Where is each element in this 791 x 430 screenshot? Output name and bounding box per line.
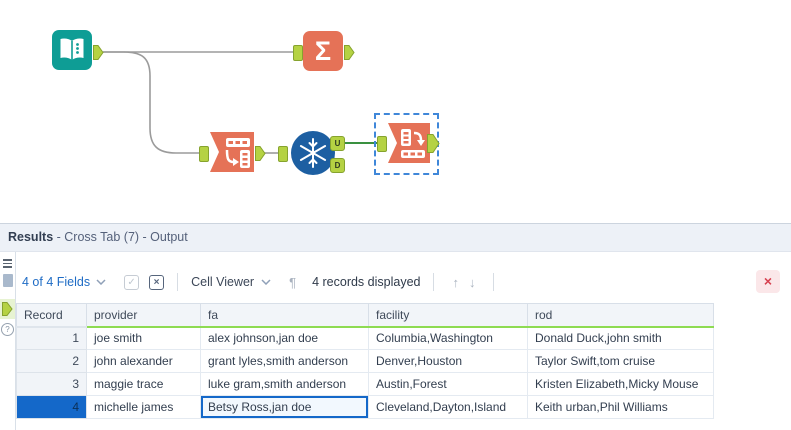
output-anchor[interactable] <box>255 146 266 161</box>
input-connection-icon[interactable] <box>3 274 13 287</box>
menu-icon[interactable] <box>3 259 12 270</box>
table-cell[interactable]: Betsy Ross,jan doe <box>200 395 369 419</box>
deselect-fields-icon[interactable]: × <box>149 274 165 290</box>
unique-tool[interactable] <box>291 131 335 175</box>
chevron-down-icon <box>261 279 271 285</box>
table-cell[interactable]: Donald Duck,john smith <box>527 326 714 350</box>
column-header-record[interactable]: Record <box>16 303 87 328</box>
table-cell[interactable]: luke gram,smith anderson <box>200 372 369 396</box>
table-cell[interactable]: maggie trace <box>86 372 201 396</box>
record-number[interactable]: 3 <box>16 372 87 396</box>
records-displayed-status: 4 records displayed <box>312 275 421 289</box>
input-anchor[interactable] <box>278 146 288 162</box>
next-record-icon[interactable]: ↓ <box>468 274 476 290</box>
output-anchor-icon <box>2 302 13 316</box>
select-fields-icon[interactable]: ✓ <box>124 274 140 290</box>
output-connection-selected[interactable] <box>0 299 15 319</box>
connection-wires <box>103 51 377 154</box>
previous-record-icon[interactable]: ↑ <box>452 274 459 290</box>
cell-viewer-label: Cell Viewer <box>191 275 255 289</box>
output-anchor[interactable] <box>427 134 440 153</box>
toolbar-separator <box>177 273 179 291</box>
table-cell[interactable]: Kristen Elizabeth,Micky Mouse <box>527 372 714 396</box>
help-icon[interactable]: ? <box>1 323 14 336</box>
open-book-icon <box>60 38 84 60</box>
unique-output-d-anchor[interactable]: D <box>330 158 345 173</box>
table-cell[interactable]: john alexander <box>86 349 201 373</box>
input-anchor[interactable] <box>199 146 209 162</box>
cross-tab-tool[interactable] <box>387 122 431 164</box>
transpose-tool[interactable] <box>209 131 255 173</box>
table-cell[interactable]: alex johnson,jan doe <box>200 326 369 350</box>
results-panel: Results - Cross Tab (7) - Output ? 4 of … <box>0 223 791 430</box>
column-header-rod[interactable]: rod <box>527 303 714 328</box>
column-header-facility[interactable]: facility <box>368 303 528 328</box>
column-header-fa[interactable]: fa <box>200 303 369 328</box>
table-cell[interactable]: Columbia,Washington <box>368 326 528 350</box>
input-data-tool[interactable] <box>52 30 92 70</box>
results-label: Results <box>8 230 54 244</box>
cell-viewer-dropdown[interactable]: Cell Viewer <box>191 275 271 289</box>
results-title-rest: - Cross Tab (7) - Output <box>53 230 188 244</box>
input-anchor[interactable] <box>293 45 303 61</box>
table-cell[interactable]: joe smith <box>86 326 201 350</box>
table-cell[interactable]: michelle james <box>86 395 201 419</box>
table-cell[interactable]: Keith urban,Phil Williams <box>527 395 714 419</box>
record-number[interactable]: 4 <box>16 395 87 419</box>
table-cell[interactable]: Austin,Forest <box>368 372 528 396</box>
snowflake-icon <box>299 138 327 168</box>
input-anchor[interactable] <box>377 136 387 152</box>
table-cell[interactable]: grant lyles,smith anderson <box>200 349 369 373</box>
summarize-tool[interactable]: Σ <box>303 31 343 71</box>
table-cell[interactable]: Cleveland,Dayton,Island <box>368 395 528 419</box>
pilcrow-icon[interactable]: ¶ <box>289 274 297 290</box>
fields-dropdown-label: 4 of 4 Fields <box>22 275 91 289</box>
connection-strip: ? <box>0 252 16 430</box>
fields-dropdown[interactable]: 4 of 4 Fields <box>22 275 106 289</box>
output-anchor[interactable] <box>344 45 355 60</box>
table-cell[interactable]: Denver,Houston <box>368 349 528 373</box>
table-cell[interactable]: Taylor Swift,tom cruise <box>527 349 714 373</box>
workflow-canvas[interactable]: Σ U D <box>0 0 791 223</box>
chevron-down-icon <box>96 279 106 285</box>
unique-output-u-anchor[interactable]: U <box>330 136 345 151</box>
results-panel-title: Results - Cross Tab (7) - Output <box>0 223 791 252</box>
record-number[interactable]: 1 <box>16 326 87 350</box>
close-results-button[interactable]: × <box>756 270 780 293</box>
column-header-provider[interactable]: provider <box>86 303 201 328</box>
toolbar-separator <box>493 273 495 291</box>
results-toolbar: 4 of 4 Fields ✓ × Cell Viewer ¶ 4 record… <box>16 269 507 295</box>
output-anchor[interactable] <box>93 45 104 60</box>
sigma-icon: Σ <box>314 36 332 66</box>
record-number[interactable]: 2 <box>16 349 87 373</box>
toolbar-separator <box>433 273 435 291</box>
